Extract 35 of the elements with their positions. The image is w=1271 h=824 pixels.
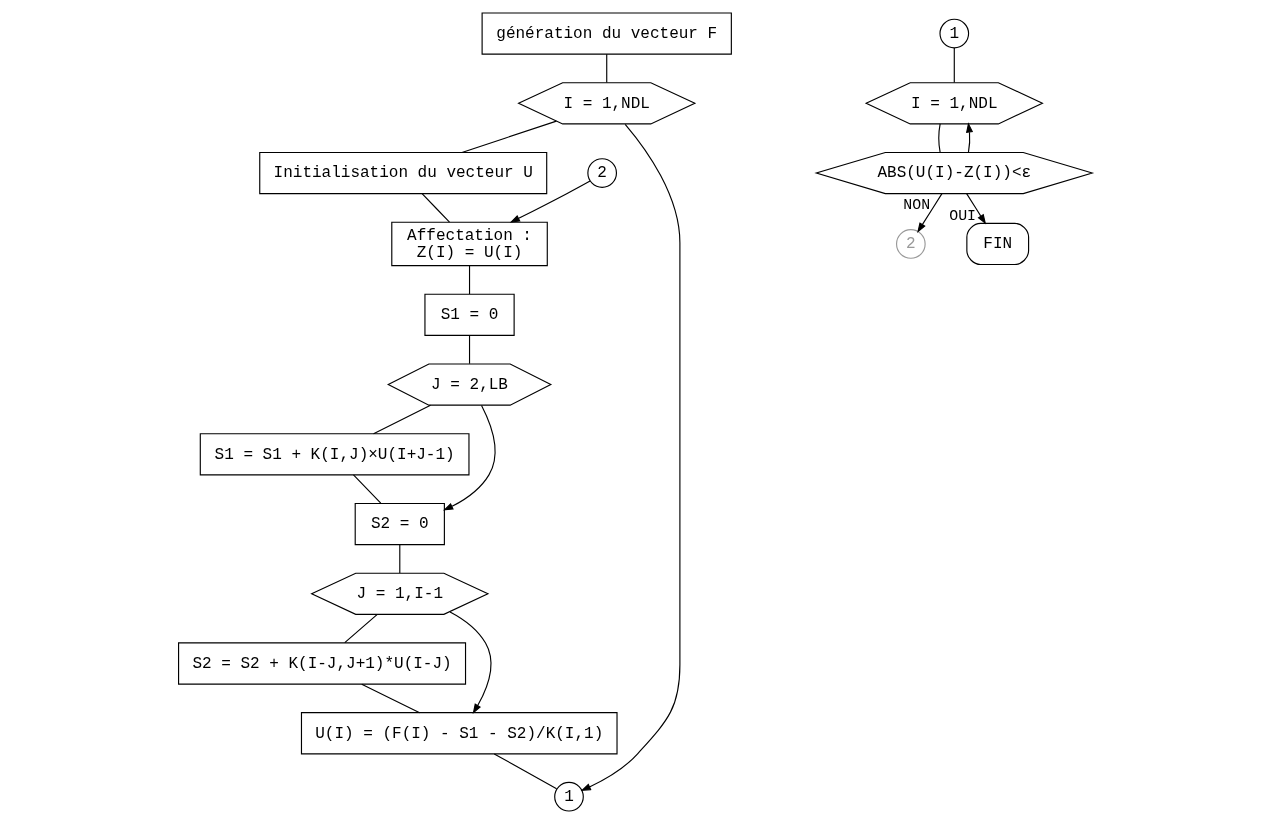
connector [399, 544, 401, 574]
arrow [509, 180, 591, 223]
connector [461, 120, 557, 153]
node-circle: 1 [554, 781, 584, 812]
node-box: S2 = 0 [354, 502, 445, 546]
arrow [442, 404, 496, 511]
arrow [965, 122, 974, 153]
node-box: U(I) = (F(I) - S1 - S2)/K(I,1) [300, 712, 618, 755]
node-box: S2 = S2 + K(I-J,J+1)*U(I-J) [178, 642, 467, 685]
node-box: Initialisation du vecteur U [259, 151, 548, 195]
arrow [917, 193, 943, 233]
node-circle: 1 [939, 18, 970, 49]
node-box: S1 = S1 + K(I,J)×U(I+J-1) [199, 433, 470, 476]
edge-label: NON [903, 196, 931, 213]
connector [938, 123, 941, 153]
node-box: FIN [966, 222, 1030, 266]
node-circle: 2 [587, 158, 618, 188]
connector [421, 193, 451, 223]
connector [373, 404, 432, 435]
arrow [449, 611, 492, 715]
arrow [580, 123, 681, 792]
node-circle: 2 [895, 229, 926, 259]
node-box: Affectation : Z(I) = U(I) [391, 221, 548, 267]
connector [493, 753, 558, 790]
node-box: génération du vecteur F [481, 12, 732, 55]
connector [468, 334, 471, 365]
connector [344, 613, 378, 644]
connector [468, 265, 471, 295]
arrow [966, 193, 987, 225]
connector [361, 683, 421, 714]
connector [953, 47, 955, 84]
edge-label: OUI [949, 208, 976, 224]
node-box: S1 = 0 [424, 293, 515, 336]
connector [352, 474, 382, 504]
connector [606, 53, 608, 84]
